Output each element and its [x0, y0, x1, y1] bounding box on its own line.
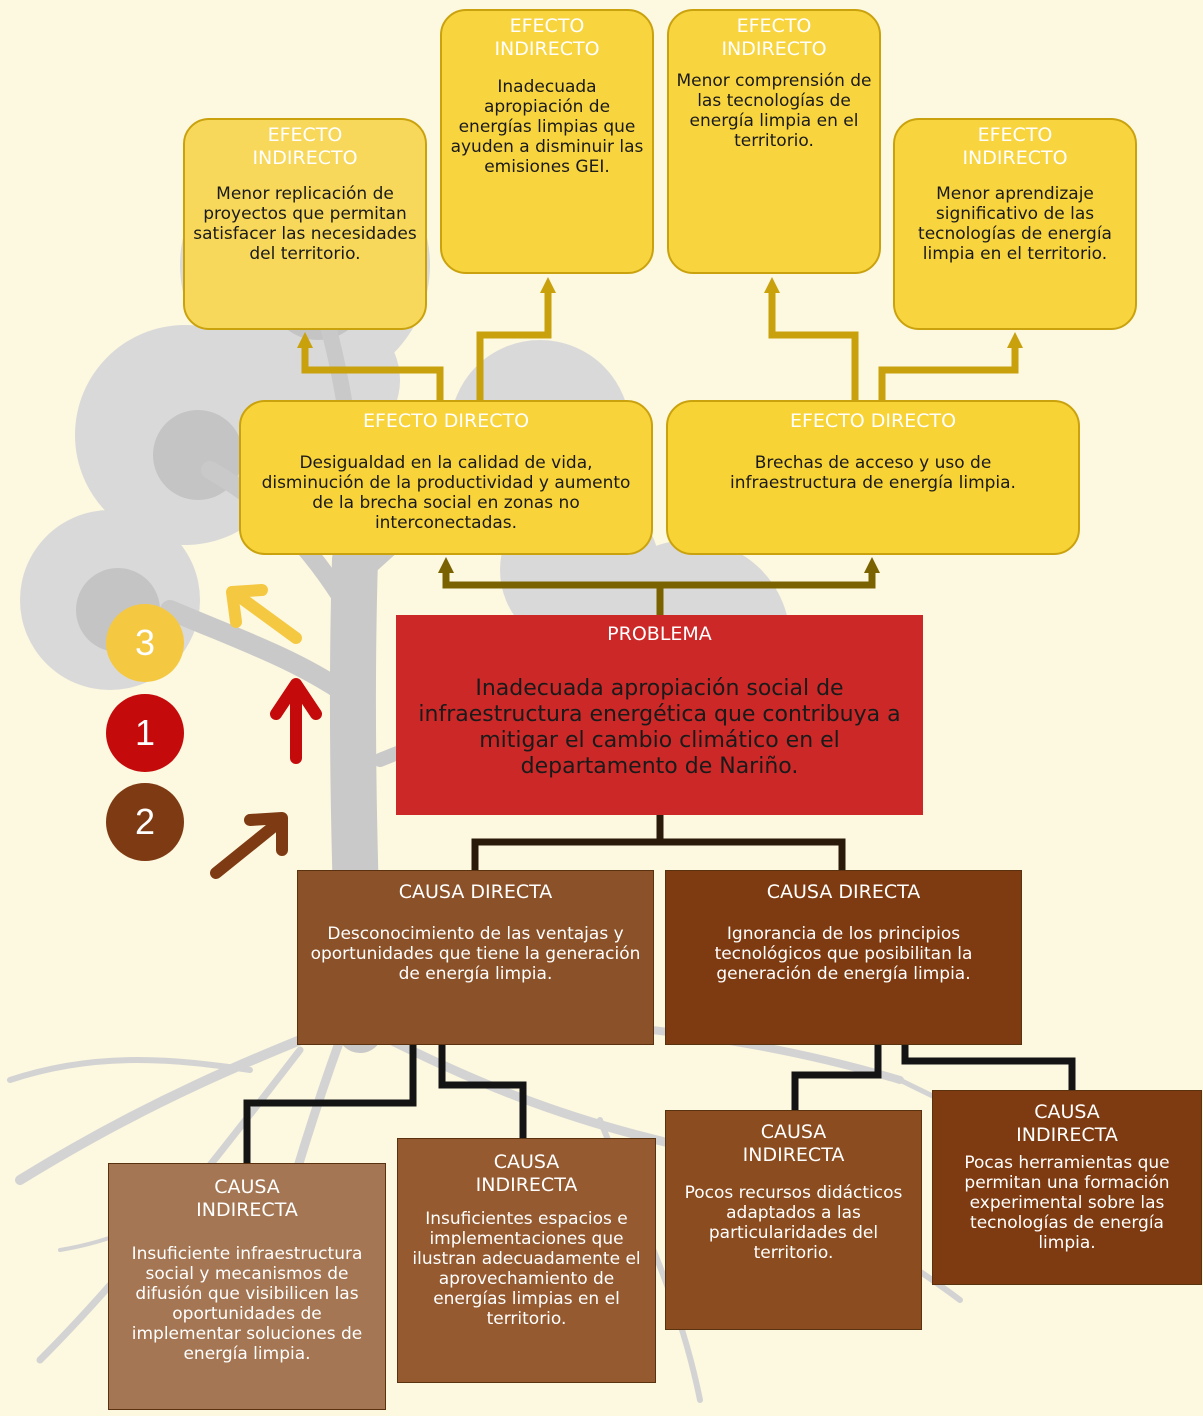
direct-effect-label: EFECTO DIRECTO [789, 410, 957, 432]
indirect-cause-label: CAUSA INDIRECTA [475, 1151, 578, 1196]
direct-cause-label: CAUSA DIRECTA [398, 881, 553, 903]
direct-effect-label: EFECTO DIRECTO [362, 410, 530, 432]
indirect-cause-box: CAUSA INDIRECTA Pocas herramientas que p… [932, 1090, 1202, 1285]
arrow-up-icon [270, 678, 322, 764]
indirect-cause-box: CAUSA INDIRECTA Insuficiente infraestruc… [108, 1163, 386, 1410]
indirect-effect-text: Menor aprendizaje significativo de las t… [918, 184, 1112, 264]
direct-cause-label: CAUSA DIRECTA [766, 881, 921, 903]
arrow-up-right-icon [210, 812, 288, 879]
problem-label: PROBLEMA [607, 623, 712, 645]
legend-badge-2: 2 [106, 783, 184, 861]
indirect-effect-label: EFECTO INDIRECTO [721, 15, 827, 60]
direct-effect-box: EFECTO DIRECTO Desigualdad en la calidad… [239, 400, 653, 555]
indirect-effect-label: EFECTO INDIRECTO [494, 15, 600, 60]
direct-cause-box: CAUSA DIRECTA Ignorancia de los principi… [665, 870, 1022, 1045]
indirect-cause-label: CAUSA INDIRECTA [1016, 1101, 1118, 1146]
indirect-effect-label: EFECTO INDIRECTO [252, 124, 358, 169]
indirect-cause-label: CAUSA INDIRECTA [196, 1176, 298, 1221]
direct-cause-box: CAUSA DIRECTA Desconocimiento de las ven… [297, 870, 654, 1045]
problem-text: Inadecuada apropiación social de infraes… [418, 676, 901, 779]
indirect-cause-text: Insuficiente infraestructura social y me… [131, 1244, 363, 1364]
indirect-effect-text: Menor replicación de proyectos que permi… [193, 184, 417, 264]
direct-cause-text: Desconocimiento de las ventajas y oportu… [310, 924, 641, 984]
arrow-up-left-icon [226, 584, 302, 644]
direct-effect-text: Desigualdad en la calidad de vida, dismi… [261, 453, 631, 533]
indirect-effect-text: Menor comprensión de las tecnologías de … [676, 71, 872, 151]
indirect-cause-label: CAUSA INDIRECTA [742, 1121, 845, 1166]
indirect-cause-text: Pocos recursos didácticos adaptados a la… [684, 1183, 903, 1263]
direct-cause-text: Ignorancia de los principios tecnológico… [714, 924, 973, 984]
indirect-cause-text: Insuficientes espacios e implementacione… [412, 1209, 641, 1329]
indirect-effect-box: EFECTO INDIRECTO Menor comprensión de la… [667, 9, 881, 274]
problem-box: PROBLEMA Inadecuada apropiación social d… [396, 615, 923, 815]
indirect-cause-box: CAUSA INDIRECTA Pocos recursos didáctico… [665, 1110, 922, 1330]
legend-badge-3: 3 [106, 604, 184, 682]
indirect-effect-label: EFECTO INDIRECTO [962, 124, 1068, 169]
direct-effect-text: Brechas de acceso y uso de infraestructu… [730, 453, 1016, 493]
indirect-cause-text: Pocas herramientas que permitan una form… [964, 1153, 1170, 1253]
indirect-effect-box: EFECTO INDIRECTO Inadecuada apropiación … [440, 9, 654, 274]
indirect-effect-box: EFECTO INDIRECTO Menor replicación de pr… [183, 118, 427, 330]
indirect-effect-text: Inadecuada apropiación de energías limpi… [450, 77, 644, 177]
indirect-cause-box: CAUSA INDIRECTA Insuficientes espacios e… [397, 1138, 656, 1383]
legend-badge-1: 1 [106, 694, 184, 772]
indirect-effect-box: EFECTO INDIRECTO Menor aprendizaje signi… [893, 118, 1137, 330]
direct-effect-box: EFECTO DIRECTO Brechas de acceso y uso d… [666, 400, 1080, 555]
